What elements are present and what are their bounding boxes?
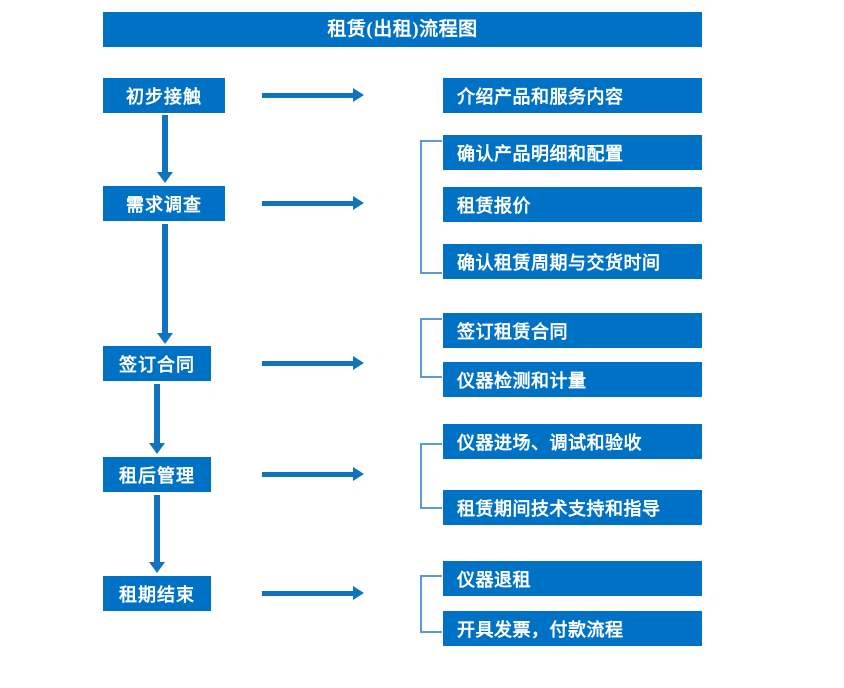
detail-box-7[interactable]: 仪器进场、调试和验收 [443,424,702,459]
group-bracket-2 [420,140,442,274]
detail-arrow-4 [262,467,364,481]
detail-arrow-2 [262,196,364,210]
detail-box-5[interactable]: 签订租赁合同 [443,313,702,348]
detail-arrow-1 [262,88,364,102]
detail-box-8[interactable]: 租赁期间技术支持和指导 [443,490,702,525]
detail-box-6[interactable]: 仪器检测和计量 [443,362,702,397]
detail-arrow-5 [262,586,364,600]
stage-flow-arrow-1-2 [157,115,173,183]
stage-box-4[interactable]: 租后管理 [103,457,211,492]
detail-box-4[interactable]: 确认租赁周期与交货时间 [443,244,702,279]
stage-flow-arrow-4-5 [149,495,165,573]
detail-box-1[interactable]: 介绍产品和服务内容 [443,78,702,113]
stage-flow-arrow-3-4 [149,384,165,454]
detail-box-3[interactable]: 租赁报价 [443,187,702,222]
detail-box-9[interactable]: 仪器退租 [443,561,702,596]
stage-box-2[interactable]: 需求调查 [103,186,225,221]
detail-box-10[interactable]: 开具发票，付款流程 [443,611,702,646]
stage-box-1[interactable]: 初步接触 [103,78,225,113]
group-bracket-5 [420,575,442,633]
stage-flow-arrow-2-3 [157,224,173,344]
detail-box-2[interactable]: 确认产品明细和配置 [443,135,702,170]
group-bracket-3 [420,318,442,378]
group-bracket-4 [420,443,442,509]
detail-arrow-3 [262,356,364,370]
stage-box-5[interactable]: 租期结束 [103,576,211,611]
stage-box-3[interactable]: 签订合同 [103,346,211,381]
page-title: 租赁(出租)流程图 [103,12,702,47]
